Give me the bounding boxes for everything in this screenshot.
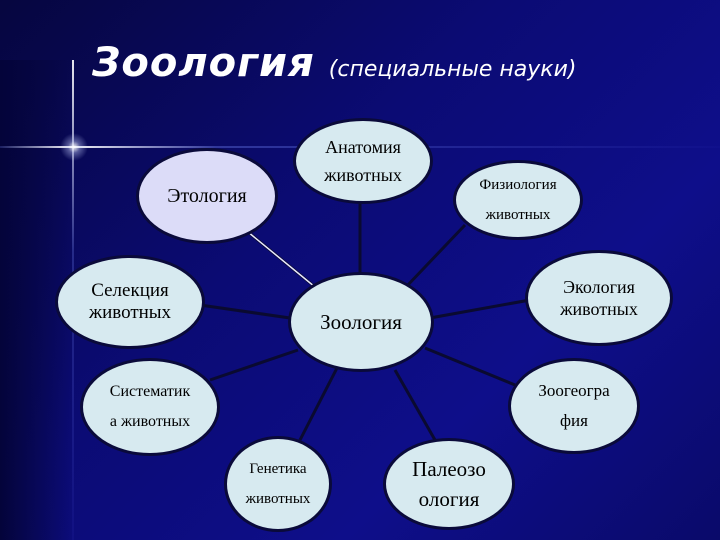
title-subtitle: (специальные науки) xyxy=(328,57,577,82)
node-zoogeography: Зоогеогра фия xyxy=(508,358,640,454)
slide-title: Зоология (специальные науки) xyxy=(92,40,576,86)
node-physiology-line2: животных xyxy=(485,207,551,223)
node-zoogeography-line1: Зоогеогра xyxy=(538,381,610,400)
sparkle-icon xyxy=(60,133,88,161)
node-paleozoology-line1: Палеозо xyxy=(412,457,486,481)
node-systematics-line2: а животных xyxy=(109,413,191,430)
node-zoogeography-line2: фия xyxy=(560,411,588,430)
node-ecology: Экология животных xyxy=(525,250,673,346)
node-ethology: Этология xyxy=(136,148,278,244)
node-center-zoology: Зоология xyxy=(288,272,434,372)
connector-systematics xyxy=(209,348,299,382)
connector-physiology xyxy=(403,223,467,290)
node-anatomy-line2: животных xyxy=(324,165,402,185)
node-selection-line2: животных xyxy=(88,302,172,323)
node-systematics-line1: Систематик xyxy=(109,383,191,400)
title-main: Зоология xyxy=(92,40,315,86)
node-anatomy-line1: Анатомия xyxy=(325,137,401,157)
connector-zoogeography xyxy=(424,346,516,387)
node-ethology-label: Этология xyxy=(167,184,247,207)
node-ecology-line2: животных xyxy=(560,299,638,319)
node-center-label: Зоология xyxy=(320,309,402,334)
connector-ethology-highlight xyxy=(247,231,316,288)
node-genetics-line1: Генетика xyxy=(249,461,307,477)
node-paleozoology: Палеозо ология xyxy=(383,438,515,530)
node-anatomy: Анатомия животных xyxy=(293,118,433,204)
node-physiology-line1: Физиология xyxy=(479,177,557,193)
connector-ecology xyxy=(429,298,531,320)
connector-paleozoology xyxy=(393,369,437,441)
node-systematics: Систематик а животных xyxy=(80,358,220,456)
node-physiology: Физиология животных xyxy=(453,160,583,240)
node-selection-line1: Селекция xyxy=(91,280,169,301)
node-paleozoology-line2: ология xyxy=(418,487,480,511)
node-genetics: Генетика животных xyxy=(224,436,332,532)
node-selection: Селекция животных xyxy=(55,255,205,349)
connector-genetics xyxy=(298,367,339,441)
node-genetics-line2: животных xyxy=(245,491,311,507)
node-ecology-line1: Экология xyxy=(563,277,635,297)
connector-selection xyxy=(199,303,291,320)
